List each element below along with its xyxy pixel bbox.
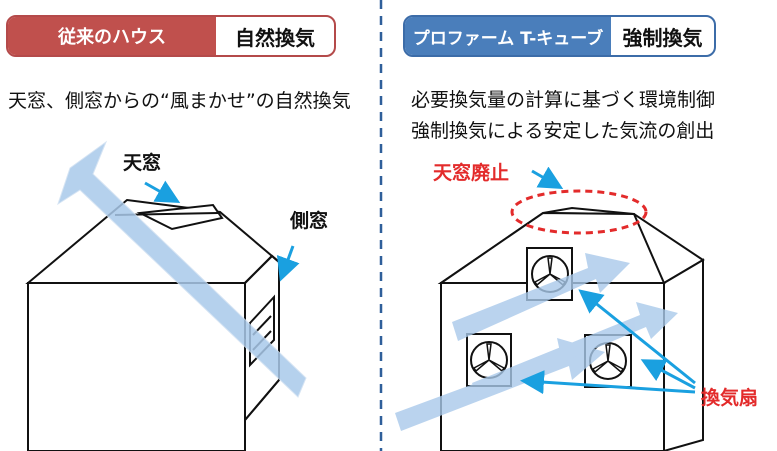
tcube-badge: プロファーム T-キューブ 強制換気 — [403, 15, 716, 57]
conventional-badge-title: 自然換気 — [235, 25, 315, 50]
conventional-badge-tag: 従来のハウス — [8, 17, 216, 55]
tcube-description-line1: 必要換気量の計算に基づく環境制御 — [411, 89, 716, 111]
no-skylight-pointer — [531, 166, 564, 189]
tcube-badge-title: 強制換気 — [622, 25, 703, 50]
fan-label: 換気扇 — [701, 387, 759, 409]
fan-pointer-top — [578, 289, 696, 385]
right-side-wall — [663, 258, 704, 451]
skylight — [136, 203, 224, 231]
conventional-badge: 従来のハウス 自然換気 — [6, 15, 336, 57]
fan-pointer-right — [640, 359, 696, 390]
left-airflow-arrow — [57, 140, 307, 398]
skylight-label: 天窓 — [123, 152, 162, 174]
sidewindow-pointer — [276, 245, 300, 282]
fan-pointer-left — [520, 370, 696, 395]
sidewindow-label: 側窓 — [290, 210, 329, 232]
tcube-description-line2: 強制換気による安定した気流の創出 — [411, 120, 715, 142]
conventional-description: 天窓、側窓からの“風まかせ”の自然換気 — [8, 90, 351, 112]
no-skylight-label: 天窓廃止 — [433, 162, 510, 184]
removed-skylight-marker — [510, 189, 648, 235]
tcube-badge-tag: プロファーム T-キューブ — [405, 17, 611, 55]
skylight-pointer — [144, 180, 181, 203]
